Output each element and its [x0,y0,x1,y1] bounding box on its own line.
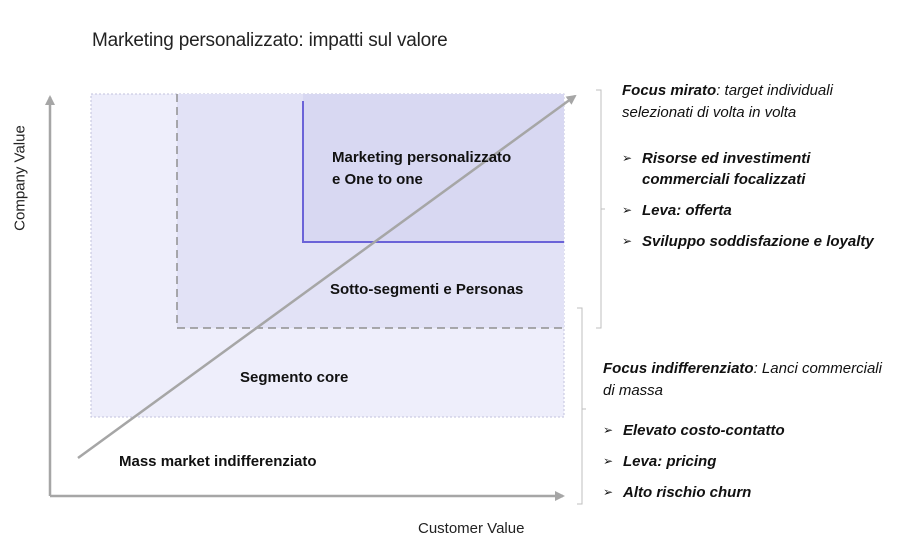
bracket-bottom [577,307,586,505]
panel-focus-mirato-heading: Focus mirato: target individuali selezio… [622,80,897,124]
region-label-sotto-segmenti: Sotto-segmenti e Personas [330,281,524,298]
bullet-item: ➢ Leva: offerta [622,200,897,221]
panel-focus-mirato: Focus mirato: target individuali selezio… [622,80,897,262]
bullet-arrow-icon: ➢ [603,423,614,437]
region-label-personalizzato-line2: e One to one [332,171,423,188]
panel-focus-indifferenziato: Focus indifferenziato: Lanci commerciali… [603,358,893,513]
panel-focus-indifferenziato-heading: Focus indifferenziato: Lanci commerciali… [603,358,893,402]
bullet-text: Leva: offerta [642,202,732,219]
bullet-item: ➢ Leva: pricing [603,451,893,472]
panel-focus-indifferenziato-heading-bold: Focus indifferenziato [603,360,754,377]
panel-focus-mirato-heading-rest: : target individuali selezionati di volt… [622,82,833,121]
region-personalizzato-border [302,101,564,243]
bullet-arrow-icon: ➢ [603,454,614,468]
bullet-text: Leva: pricing [623,453,717,470]
value-diagonal-arrow [77,94,577,460]
page-title: Marketing personalizzato: impatti sul va… [92,30,448,51]
region-label-segmento-core: Segmento core [240,369,349,386]
bullet-item: ➢ Elevato costo-contatto [603,420,893,441]
bullet-text: Sviluppo soddisfazione e loyalty [642,233,874,250]
bullet-arrow-icon: ➢ [603,485,614,499]
panel-focus-mirato-bullets: ➢ Risorse ed investimenti commerciali foc… [622,148,897,252]
bullet-item: ➢ Sviluppo soddisfazione e loyalty [622,231,897,252]
region-label-mass-market: Mass market indifferenziato [119,453,317,470]
bullet-text: Risorse ed investimenti commerciali foca… [642,150,811,188]
bullet-text: Alto rischio churn [623,484,752,501]
panel-focus-mirato-heading-bold: Focus mirato [622,82,717,99]
bullet-arrow-icon: ➢ [622,203,633,217]
x-axis-label: Customer Value [418,520,525,537]
region-label-personalizzato: Marketing personalizzato e One to one [332,147,511,191]
bullet-text: Elevato costo-contatto [623,422,785,439]
bracket-top [596,89,605,329]
panel-focus-indifferenziato-heading-rest: : Lanci commerciali di massa [603,360,882,399]
region-segmento-core-border [176,94,564,329]
region-personalizzato [303,94,564,242]
bullet-item: ➢ Risorse ed investimenti commerciali foc… [622,148,897,190]
region-label-personalizzato-line1: Marketing personalizzato [332,149,512,166]
bullet-arrow-icon: ➢ [622,234,633,248]
bullet-arrow-icon: ➢ [622,151,633,165]
panel-focus-indifferenziato-bullets: ➢ Elevato costo-contatto ➢ Leva: pricing ➢… [603,420,893,503]
bullet-item: ➢ Alto rischio churn [603,482,893,503]
